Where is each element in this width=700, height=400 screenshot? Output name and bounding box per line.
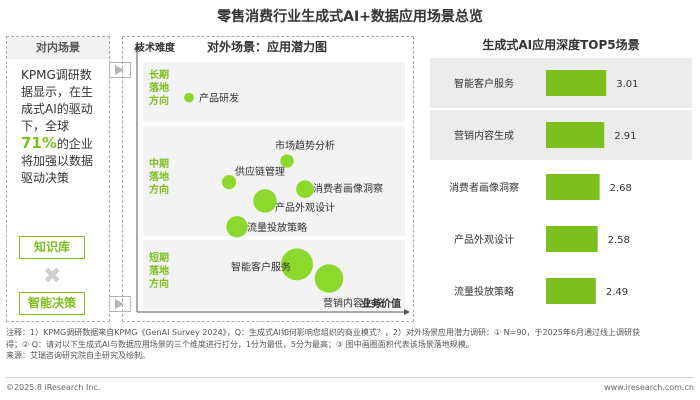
internal-scenarios-panel: 对内场景 KPMG调研数据显示，在生成式AI的驱动下，全球71%的企业将加强以数… xyxy=(6,36,110,322)
top5-bar-chart: 智能客户服务 3.01 营销内容生成 2.91 消费者画像洞察 2.68 产品外观设计 2.5… xyxy=(430,54,692,320)
band-label: 方向 xyxy=(149,277,169,290)
bar xyxy=(546,174,600,200)
bubble-point xyxy=(314,264,344,293)
knowledge-base-tag: 知识库 xyxy=(19,236,85,259)
page-title: 零售消费行业生成式AI+数据应用场景总览 xyxy=(217,9,483,25)
bubble-label: 智能客户服务 xyxy=(231,260,291,273)
smart-decision-tag: 智能决策 xyxy=(19,292,85,315)
x-axis-label: 业务价值 xyxy=(361,297,401,310)
bubble-point xyxy=(221,175,237,190)
potential-chart-svg: 技术难度 对外场景：应用潜力图 业务价值 长期落地方向中期落地方向短期落地方向 … xyxy=(134,39,410,315)
bar-value-label: 3.01 xyxy=(616,79,638,90)
kpmg-survey-text: KPMG调研数据显示，在生成式AI的驱动下，全球71%的企业将加强以数据驱动决策 xyxy=(21,67,103,187)
application-potential-chart: 技术难度 对外场景：应用潜力图 业务价值 长期落地方向中期落地方向短期落地方向 … xyxy=(122,36,414,322)
cross-icon: ✖ xyxy=(43,264,62,289)
band-label: 方向 xyxy=(149,94,169,107)
bubble-point xyxy=(281,248,313,281)
band-short-term xyxy=(143,240,405,310)
bubble-label: 流量投放策略 xyxy=(247,221,307,234)
bar-category-label: 产品外观设计 xyxy=(454,233,514,246)
band-long-term xyxy=(143,62,405,122)
band-label: 落地 xyxy=(149,170,169,183)
bubble-point xyxy=(226,216,248,238)
footer-divider xyxy=(6,377,694,378)
bubble-label: 产品外观设计 xyxy=(275,201,335,214)
internal-scenarios-heading: 对内场景 xyxy=(7,37,109,59)
y-axis-label: 技术难度 xyxy=(135,41,176,54)
bar-value-label: 2.91 xyxy=(614,131,636,142)
band-label: 方向 xyxy=(149,183,169,196)
arrow-right-icon xyxy=(109,62,131,78)
bubble-point xyxy=(296,180,314,199)
website-text: www.iresearch.com.cn xyxy=(604,383,694,392)
bubble-label: 供应链管理 xyxy=(235,165,285,178)
bar-category-label: 智能客户服务 xyxy=(454,77,514,90)
bar-category-label: 消费者画像洞察 xyxy=(449,181,519,194)
band-label: 短期 xyxy=(149,251,169,264)
bar xyxy=(546,122,605,148)
bubble-label: 消费者画像洞察 xyxy=(313,182,383,195)
bar-category-label: 流量投放策略 xyxy=(454,285,514,298)
bubble-label: 产品研发 xyxy=(199,92,239,105)
bar xyxy=(546,70,607,96)
bubble-point xyxy=(253,189,277,213)
bar-value-label: 2.58 xyxy=(608,235,630,246)
copyright-text: ©2025.8 iResearch Inc. xyxy=(6,383,101,392)
notes-source: 来源：艾瑞咨询研究院自主研究及绘制。 xyxy=(6,351,150,360)
top5-chart-title: 生成式AI应用深度TOP5场景 xyxy=(482,38,640,52)
band-label: 中期 xyxy=(149,157,169,170)
band-label: 长期 xyxy=(149,68,169,81)
band-mid-term xyxy=(143,126,405,236)
band-label: 落地 xyxy=(149,264,169,277)
survey-text-after: 的企业将加强以数据驱动决策 xyxy=(21,137,94,185)
bubble-point xyxy=(280,154,294,168)
survey-highlight-percent: 71% xyxy=(21,134,57,152)
bar xyxy=(546,278,596,304)
band-label: 落地 xyxy=(149,81,169,94)
potential-chart-title: 对外场景：应用潜力图 xyxy=(207,39,327,54)
bar xyxy=(546,226,598,252)
bubble-point xyxy=(184,92,194,103)
arrow-right-icon xyxy=(109,296,131,312)
bubble-label: 营销内容生成 xyxy=(323,297,383,310)
bubble-label: 市场趋势分析 xyxy=(275,139,335,152)
notes-line-1: 注释：1）KPMG调研数据来自KPMG《GenAI Survey 2024》，Q… xyxy=(6,328,640,337)
top5-bar-svg: 智能客户服务 3.01 营销内容生成 2.91 消费者画像洞察 2.68 产品外观设计 2.5… xyxy=(430,58,692,304)
notes-line-2: 得；② Q：请对以下生成式AI与数据应用场景的三个维度进行打分，1分为最低，5分… xyxy=(6,339,474,349)
bar-value-label: 2.68 xyxy=(610,183,632,194)
chart-notes: 注释：1）KPMG调研数据来自KPMG《GenAI Survey 2024》，Q… xyxy=(6,327,696,362)
survey-text-before: KPMG调研数据显示，在生成式AI的驱动下，全球 xyxy=(21,68,94,133)
bar-category-label: 营销内容生成 xyxy=(454,129,514,142)
bubbles: 产品研发市场趋势分析供应链管理消费者画像洞察产品外观设计流量投放策略智能客户服务… xyxy=(184,92,383,310)
bar-value-label: 2.49 xyxy=(606,287,628,298)
